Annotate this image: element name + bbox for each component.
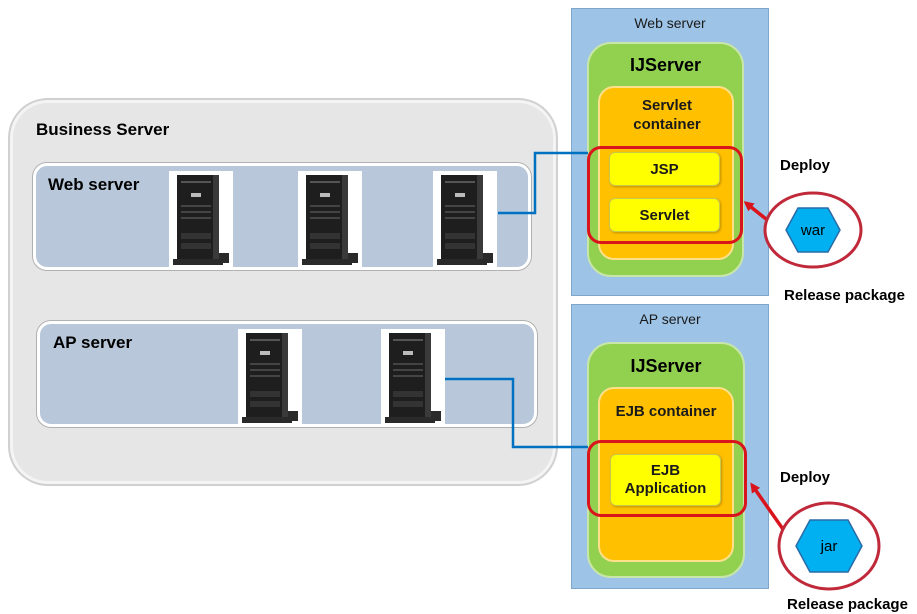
ejb-application-box: EJB Application	[610, 454, 721, 506]
business-server-group	[8, 98, 558, 486]
server-tower-icon	[169, 171, 233, 269]
servlet-container-label: Servlet container	[633, 97, 701, 133]
ap-server-row-label: AP server	[53, 333, 133, 352]
ap-ijserver-label: IJServer	[630, 356, 702, 376]
release-package-label-web: Release package	[784, 287, 905, 304]
release-package-label-ap: Release package	[787, 596, 908, 613]
ejb-container-label: EJB container	[615, 403, 717, 420]
jar-package-icon	[777, 501, 881, 591]
server-tower-icon	[298, 171, 362, 269]
jsp-box: JSP	[609, 152, 720, 186]
deploy-label-ap: Deploy	[780, 469, 831, 486]
ap-server-panel-label: AP server	[639, 311, 701, 327]
server-tower-icon	[238, 329, 302, 427]
business-server-title: Business Server	[36, 120, 170, 139]
web-deploy-target-highlight	[587, 146, 743, 244]
war-package-icon	[763, 191, 863, 269]
web-ijserver-label: IJServer	[629, 55, 702, 75]
servlet-box: Servlet	[609, 198, 720, 232]
server-tower-icon	[433, 171, 497, 269]
ap-deploy-target-highlight	[587, 440, 747, 517]
server-tower-icon	[381, 329, 445, 427]
web-server-panel-label: Web server	[634, 15, 706, 31]
war-package-label: war	[800, 222, 826, 239]
jar-package-label: jar	[820, 538, 838, 555]
web-server-row-label: Web server	[48, 175, 140, 194]
deploy-label-web: Deploy	[780, 157, 831, 174]
